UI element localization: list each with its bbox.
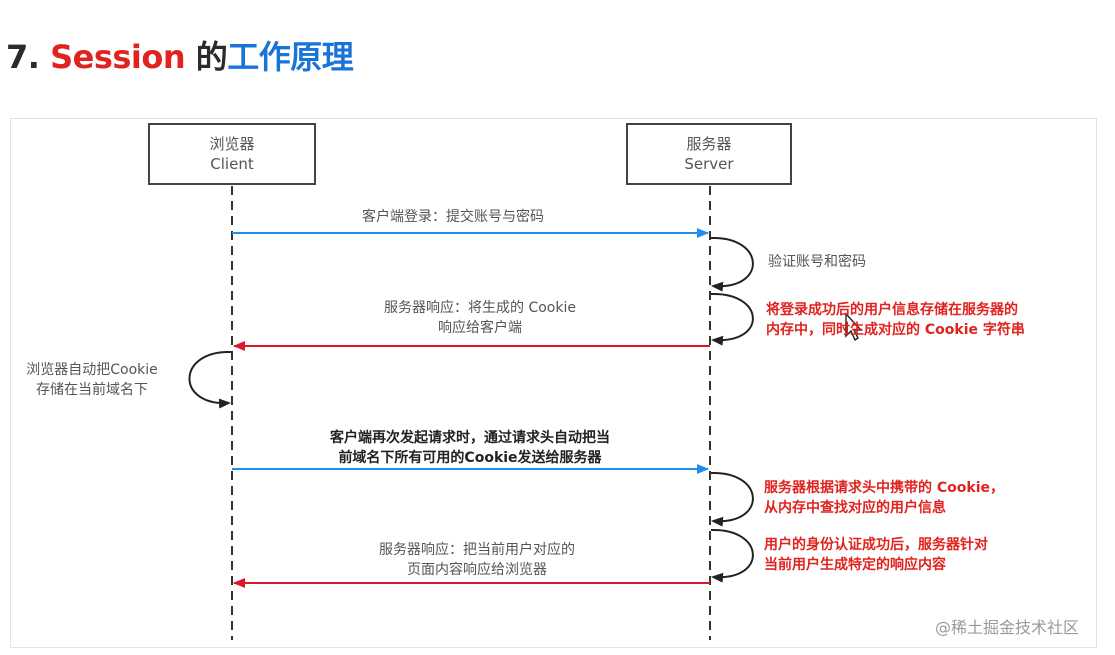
response2-label-line1: 服务器响应：把当前用户对应的 bbox=[379, 542, 575, 558]
store-client-label: 浏览器自动把Cookie 存储在当前域名下 bbox=[12, 360, 172, 400]
store-server-label-line1: 将登录成功后的用户信息存储在服务器的 bbox=[766, 302, 1018, 318]
request2-label: 客户端再次发起请求时，通过请求头自动把当 前域名下所有可用的Cookie发送给服… bbox=[290, 428, 650, 468]
store-server-label-line2: 内存中，同时生成对应的 Cookie 字符串 bbox=[766, 322, 1025, 338]
lookup-label-line1: 服务器根据请求头中携带的 Cookie， bbox=[764, 480, 1004, 496]
client-actor-label: Client bbox=[210, 155, 254, 173]
response2-label-line2: 页面内容响应给浏览器 bbox=[407, 562, 547, 578]
title-rest: 工作原理 bbox=[227, 38, 354, 76]
verify-loop bbox=[710, 236, 754, 292]
page-title: 7. Session 的工作原理 bbox=[6, 32, 354, 78]
auth-label-line1: 用户的身份认证成功后，服务器针对 bbox=[764, 537, 988, 553]
store-client-label-line2: 存储在当前域名下 bbox=[36, 382, 148, 398]
mouse-cursor-icon bbox=[845, 312, 863, 342]
response1-label-line1: 服务器响应：将生成的 Cookie bbox=[384, 300, 576, 316]
lookup-loop bbox=[710, 471, 754, 527]
store-client-loop bbox=[188, 350, 232, 409]
client-actor-name: 浏览器 bbox=[209, 135, 255, 153]
auth-label-line2: 当前用户生成特定的响应内容 bbox=[764, 557, 946, 573]
title-number: 7. bbox=[6, 38, 40, 76]
watermark: @稀土掘金技术社区 bbox=[935, 618, 1080, 637]
diagram-panel bbox=[10, 118, 1097, 648]
server-actor-name: 服务器 bbox=[686, 135, 732, 153]
login-label: 客户端登录：提交账号与密码 bbox=[362, 209, 544, 225]
client-actor-box: 浏览器 Client bbox=[148, 123, 316, 185]
title-keyword: Session bbox=[50, 38, 186, 76]
lookup-label-line2: 从内存中查找对应的用户信息 bbox=[764, 500, 946, 516]
request2-label-line1: 客户端再次发起请求时，通过请求头自动把当 bbox=[330, 430, 610, 446]
response1-label-line2: 响应给客户端 bbox=[438, 320, 522, 336]
verify-label: 验证账号和密码 bbox=[768, 254, 866, 270]
store-client-label-line1: 浏览器自动把Cookie bbox=[26, 362, 158, 378]
auth-loop bbox=[710, 528, 754, 583]
server-actor-label: Server bbox=[684, 155, 734, 173]
request2-label-line2: 前域名下所有可用的Cookie发送给服务器 bbox=[338, 450, 602, 466]
auth-label: 用户的身份认证成功后，服务器针对 当前用户生成特定的响应内容 bbox=[764, 535, 988, 575]
response1-label: 服务器响应：将生成的 Cookie 响应给客户端 bbox=[355, 298, 605, 338]
store-server-label: 将登录成功后的用户信息存储在服务器的 内存中，同时生成对应的 Cookie 字符… bbox=[766, 300, 1025, 340]
store-server-loop bbox=[710, 292, 754, 346]
server-actor-box: 服务器 Server bbox=[626, 123, 792, 185]
title-particle: 的 bbox=[195, 38, 228, 76]
response2-label: 服务器响应：把当前用户对应的 页面内容响应给浏览器 bbox=[352, 540, 602, 580]
lookup-label: 服务器根据请求头中携带的 Cookie， 从内存中查找对应的用户信息 bbox=[764, 478, 1004, 518]
